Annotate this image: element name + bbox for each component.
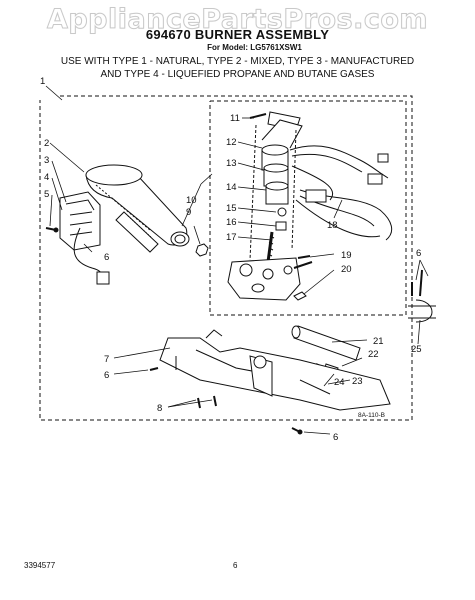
callout-12: 12	[226, 137, 237, 148]
callout-24: 24	[334, 377, 345, 388]
subassembly-frame	[209, 100, 407, 316]
igniter-wire	[73, 227, 110, 285]
callout-11: 11	[230, 113, 240, 124]
callout-7: 7	[104, 354, 109, 365]
watermark: AppliancePartsPros.com	[46, 4, 429, 36]
callout-4: 4	[44, 172, 49, 183]
callout-18: 18	[327, 220, 338, 231]
model-label: For Model: LG5761XSW1	[207, 43, 302, 52]
screws-8	[197, 395, 217, 409]
callout-6c: 6	[416, 248, 421, 259]
screw-6-left	[149, 367, 159, 371]
nut-20	[293, 291, 307, 301]
callout-10: 10	[186, 195, 197, 206]
gas-valve-stack	[249, 111, 303, 263]
burner-bracket	[159, 329, 391, 411]
callout-6b: 6	[104, 370, 109, 381]
page-title: 694670 BURNER ASSEMBLY	[145, 27, 330, 42]
burner-tube-21	[291, 325, 361, 361]
callout-22: 22	[368, 349, 379, 360]
callout-16: 16	[226, 217, 237, 228]
clamp-25	[408, 269, 436, 323]
leader-lines	[45, 85, 429, 435]
callout-3: 3	[44, 155, 49, 166]
igniter-bracket	[59, 191, 101, 251]
gas-types-line-1: USE WITH TYPE 1 - NATURAL, TYPE 2 - MIXE…	[60, 56, 415, 67]
valve-body	[227, 257, 313, 301]
callout-8: 8	[157, 403, 162, 414]
callout-17: 17	[226, 232, 237, 243]
callout-19: 19	[341, 250, 352, 261]
burner-tube	[85, 164, 190, 253]
callout-23: 23	[352, 376, 363, 387]
callout-6d: 6	[333, 432, 338, 443]
callout-2: 2	[44, 138, 49, 149]
callout-14: 14	[226, 182, 237, 193]
screw-5	[45, 227, 59, 233]
gas-types-line-2: AND TYPE 4 - LIQUEFIED PROPANE AND BUTAN…	[100, 69, 375, 80]
screw-11	[249, 113, 267, 119]
callout-9: 9	[186, 207, 191, 218]
callout-1: 1	[40, 76, 45, 87]
fitting-9	[195, 243, 209, 257]
gas-types-note: USE WITH TYPE 1 - NATURAL, TYPE 2 - MIXE…	[0, 55, 475, 81]
callout-13: 13	[226, 158, 237, 169]
wiring-harness	[289, 145, 393, 241]
diagram-code: 8A-110-B	[358, 412, 385, 419]
callout-numbers: 1 2 3 4 5 6 7 6 8 9 10 11 12 13 14 15 16…	[40, 76, 422, 443]
assembly-frame	[39, 95, 413, 421]
page-number: 6	[233, 561, 238, 570]
callout-21: 21	[373, 336, 384, 347]
screw-6-bottom	[291, 427, 303, 435]
callout-15: 15	[226, 203, 237, 214]
screw-19	[297, 255, 311, 259]
callout-20: 20	[341, 264, 352, 275]
callout-5: 5	[44, 189, 49, 200]
document-number: 3394577	[24, 561, 56, 570]
callout-6a: 6	[104, 252, 109, 263]
callout-25: 25	[411, 344, 422, 355]
